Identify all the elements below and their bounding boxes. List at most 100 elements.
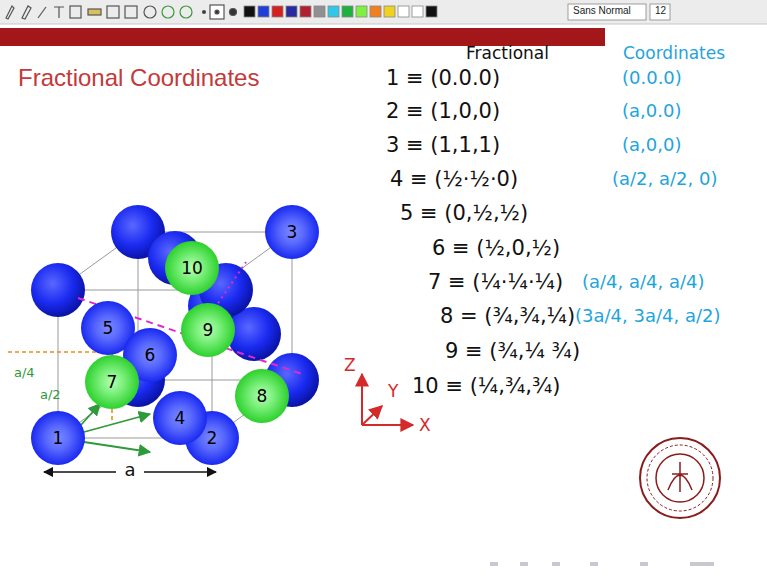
image-icon xyxy=(70,6,81,18)
fractional-coordinate: 7 ≡ (¼·¼·¼) xyxy=(428,270,563,294)
highlight-icon xyxy=(88,9,101,15)
dimension-label: a xyxy=(124,460,135,481)
nav-mark xyxy=(640,562,648,566)
dimension-line xyxy=(144,471,216,473)
color-chip xyxy=(272,6,283,17)
atom-number: 2 xyxy=(207,429,218,448)
color-chip xyxy=(328,6,339,17)
fractional-coordinate: 4 ≡ (½·½·0) xyxy=(390,167,518,191)
color-palette xyxy=(244,4,670,20)
color-chip xyxy=(370,6,381,17)
absolute-coordinate: (a/4, a/4, a/4) xyxy=(582,272,705,293)
atom-number: 8 xyxy=(257,387,268,406)
fractional-coordinate: 6 ≡ (½,0,½) xyxy=(432,236,560,260)
absolute-coordinate: (3a/4, 3a/4, a/2) xyxy=(575,305,720,326)
hand-icon xyxy=(144,6,156,18)
fractional-coordinate: 10 ≡ (¼,¾,¾) xyxy=(412,374,560,398)
dimension-label: a/4 xyxy=(14,366,35,381)
atom-sphere: 7 xyxy=(85,355,139,409)
color-chip xyxy=(286,6,297,17)
color-chip xyxy=(314,6,325,17)
axis-label: Y xyxy=(388,381,398,401)
atom-sphere: 9 xyxy=(181,303,235,357)
font-name: Sans Normal xyxy=(573,5,631,16)
color-chip xyxy=(244,6,255,17)
pen-icon xyxy=(6,6,14,19)
atom-sphere: 4 xyxy=(153,391,207,445)
absolute-coordinate: (a,0.0) xyxy=(622,100,681,121)
fractional-coordinate: 4 ≡ (½·½·0) xyxy=(390,167,518,191)
fractional-coordinate: 2 ≡ (1,0,0) xyxy=(386,99,500,123)
font-size: 12 xyxy=(655,5,666,16)
fractional-coordinate: 5 ≡ (0,½,½) xyxy=(400,201,528,225)
vector-arrow xyxy=(80,404,100,426)
atom-number: 10 xyxy=(181,259,203,278)
atom-number: 6 xyxy=(145,346,156,365)
absolute-coordinate: (0.0.0) xyxy=(622,67,682,88)
color-chip xyxy=(384,6,395,17)
vector-arrow xyxy=(84,442,150,452)
institute-logo xyxy=(640,438,720,518)
fractional-coordinate: 2 ≡ (1,0,0) xyxy=(386,99,500,123)
axis-arrow xyxy=(362,424,413,426)
eraser-icon xyxy=(22,6,31,19)
fractional-coordinate: 3 ≡ (1,1,1) xyxy=(386,133,500,157)
slide-title: Fractional Coordinates xyxy=(18,64,259,91)
fractional-coordinate: 1 ≡ (0.0.0) xyxy=(386,66,500,90)
color-chip xyxy=(258,6,269,17)
dimension-line xyxy=(44,471,116,473)
font-name: Sans Normal xyxy=(573,5,631,17)
redo-icon xyxy=(180,6,192,18)
column-heading: Coordinates xyxy=(623,44,725,64)
atom-number: 7 xyxy=(107,373,118,392)
atom-number: 4 xyxy=(175,409,186,428)
line-icon xyxy=(38,7,46,18)
axis-arrow xyxy=(362,406,382,425)
dimension-label: a/4 xyxy=(14,365,35,380)
axis-label: Y xyxy=(388,382,398,402)
toolbar xyxy=(0,0,767,24)
atom-number: 5 xyxy=(103,319,114,338)
nav-mark xyxy=(552,562,560,566)
axis-arrow xyxy=(361,374,363,425)
text-icon xyxy=(54,7,64,18)
absolute-coordinate: (a/4, a/4, a/4) xyxy=(582,271,705,292)
color-chip xyxy=(342,6,353,17)
dot-size-icon xyxy=(203,11,206,14)
atom-sphere: 1 xyxy=(31,411,85,465)
color-chip xyxy=(300,6,311,17)
fractional-coordinate: 1 ≡ (0.0.0) xyxy=(386,66,500,90)
absolute-coordinate: (a,0,0) xyxy=(622,135,681,156)
atom-number: 1 xyxy=(53,429,64,448)
atom-sphere xyxy=(31,263,85,317)
column-heading: Coordinates xyxy=(623,43,725,63)
fractional-coordinate: 9 ≡ (¾,¼ ¾) xyxy=(445,339,580,363)
color-chip xyxy=(356,6,367,17)
fractional-coordinate: 3 ≡ (1,1,1) xyxy=(386,133,500,157)
toolbar-icons xyxy=(6,5,237,19)
fractional-coordinate: 8 = (¾,¾,¼) xyxy=(440,304,575,328)
font-size: 12 xyxy=(655,5,666,17)
grid-icon xyxy=(107,6,119,18)
atom-number: 3 xyxy=(287,223,298,242)
nav-mark xyxy=(590,562,598,566)
dimension-label: a/2 xyxy=(40,388,61,403)
nav-mark xyxy=(490,562,498,566)
grid-icon xyxy=(125,6,137,18)
absolute-coordinate: (3a/4, 3a/4, a/2) xyxy=(575,306,720,327)
fractional-coordinate: 6 ≡ (½,0,½) xyxy=(432,236,560,260)
column-heading: Fractional xyxy=(466,44,549,64)
fractional-coordinate: 7 ≡ (¼·¼·¼) xyxy=(428,270,563,294)
absolute-coordinate: (a/2, a/2, 0) xyxy=(612,169,717,190)
logo-ring xyxy=(656,454,704,502)
dimension-label: a/2 xyxy=(40,387,61,402)
dot-size-icon xyxy=(230,9,237,16)
atom-sphere: 8 xyxy=(235,369,289,423)
toolbar-edge xyxy=(0,24,767,25)
font-box xyxy=(568,4,646,20)
size-box-icon xyxy=(210,5,224,19)
fractional-coordinate: 8 = (¾,¾,¼) xyxy=(440,304,575,328)
slide-title-box: Fractional Coordinates xyxy=(18,64,259,92)
color-chip xyxy=(412,6,423,17)
